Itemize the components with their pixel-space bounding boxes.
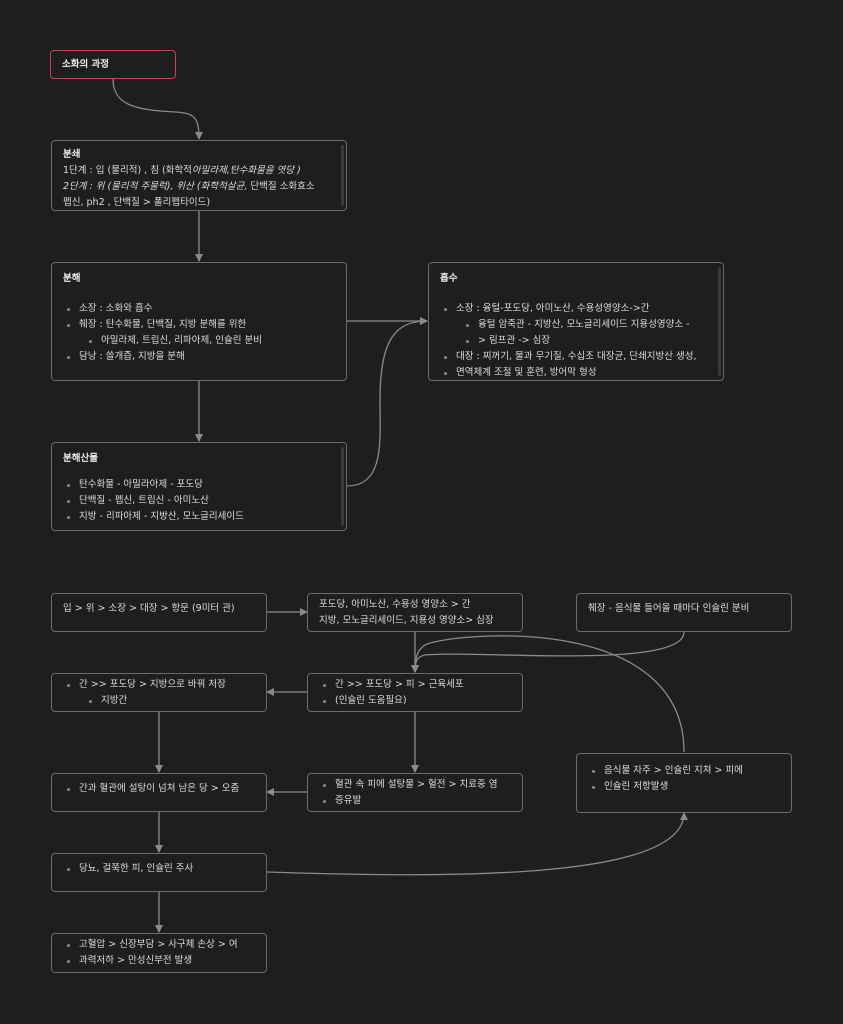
breakdown-line2: 2단계 : 위 (물리적 주물럭), 위산 (화학적살균, 단백질 소화효소 bbox=[63, 181, 315, 192]
list-item: 간 >> 포도당 > 지방으로 바꿔 저장 bbox=[63, 677, 255, 693]
resistance-node[interactable]: 음식물 자주 > 인슐린 지쳐 > 피에 인슐린 저항발생 bbox=[576, 753, 792, 813]
blood-sugar-node[interactable]: 혈관 속 피에 설탕물 > 혈전 > 치료중 염 증유발 bbox=[307, 773, 523, 812]
list-item: 소장 : 융털-포도당, 아미노산, 수용성영양소->간 bbox=[440, 301, 712, 317]
breakdown-node[interactable]: 분쇄 1단계 : 입 (물리적) , 침 (화학적아밀라제,탄수화물을 엿당 )… bbox=[51, 140, 347, 211]
nutrients-line2: 지방, 모노글리세이드, 지용성 영양소> 심장 bbox=[319, 615, 494, 626]
path-text: 입 > 위 > 소장 > 대장 > 항문 (9미터 관) bbox=[63, 603, 235, 614]
products-node[interactable]: 분해산물 탄수화물 - 아밀라아제 - 포도당 단백질 - 펩신, 트립신 - … bbox=[51, 442, 347, 531]
root-node[interactable]: 소화의 과정 bbox=[50, 50, 176, 79]
list-item: 간과 혈관에 설탕이 넘쳐 남은 당 > 오줌 bbox=[63, 781, 255, 797]
nutrients-node[interactable]: 포도당, 아미노산, 수용성 영양소 > 간 지방, 모노글리세이드, 지용성 … bbox=[307, 593, 523, 632]
pancreas-node[interactable]: 췌장 - 음식물 들어올 때마다 인슐린 분비 bbox=[576, 593, 792, 632]
edge-diabetes-resistance bbox=[266, 812, 688, 876]
edge-products-absorption bbox=[346, 317, 428, 487]
list-item: 지방간 bbox=[63, 693, 255, 709]
list-item: 담낭 : 쓸개즙, 지방을 분해 bbox=[63, 349, 335, 365]
diabetes-node[interactable]: 당뇨, 걸쭉한 피, 인슐린 주사 bbox=[51, 853, 267, 892]
breakdown-title: 분쇄 bbox=[63, 149, 81, 160]
list-item: 지방 - 리파아제 - 지방산, 모노글리세이드 bbox=[63, 509, 335, 525]
products-title: 분해산물 bbox=[63, 453, 98, 464]
list-item-continued: 과력저하 > 만성신부전 발생 bbox=[63, 953, 255, 969]
breakdown-line3: 펩신, ph2 , 단백질 > 폴리펩타이드) bbox=[63, 197, 211, 208]
list-item-continued: > 림프관 -> 심장 bbox=[440, 333, 712, 349]
edge-pancreas-liverblood bbox=[411, 631, 685, 673]
list-item: 융털 암죽관 - 지방산, 모노글리세이드 지용성영양소 - bbox=[440, 317, 712, 333]
list-item-continued: (인슐린 도움필요) bbox=[319, 693, 511, 709]
node-scrollbar[interactable] bbox=[341, 145, 344, 206]
liver-blood-node[interactable]: 간 >> 포도당 > 피 > 근육세포 (인슐린 도움필요) bbox=[307, 673, 523, 712]
path-node[interactable]: 입 > 위 > 소장 > 대장 > 항문 (9미터 관) bbox=[51, 593, 267, 632]
node-scrollbar[interactable] bbox=[718, 267, 721, 376]
breakdown-line1: 1단계 : 입 (물리적) , 침 (화학적아밀라제,탄수화물을 엿당 ) bbox=[63, 165, 301, 176]
complications-node[interactable]: 고혈압 > 신장부담 > 사구체 손상 > 여 과력저하 > 만성신부전 발생 bbox=[51, 933, 267, 973]
list-item: 탄수화물 - 아밀라아제 - 포도당 bbox=[63, 477, 335, 493]
root-title: 소화의 과정 bbox=[62, 59, 110, 70]
edge-root-breakdown bbox=[112, 78, 203, 140]
list-item: 혈관 속 피에 설탕물 > 혈전 > 치료중 염 bbox=[319, 777, 511, 793]
absorption-title: 흡수 bbox=[440, 273, 458, 284]
nutrients-line1: 포도당, 아미노산, 수용성 영양소 > 간 bbox=[319, 599, 471, 610]
list-item: 단백질 - 펩신, 트립신 - 아미노산 bbox=[63, 493, 335, 509]
list-item: 고혈압 > 신장부담 > 사구체 손상 > 여 bbox=[63, 937, 255, 953]
list-item-continued: 면역체계 조절 및 훈련, 방어막 형성 bbox=[440, 365, 712, 380]
urine-node[interactable]: 간과 혈관에 설탕이 넘쳐 남은 당 > 오줌 bbox=[51, 773, 267, 812]
node-scrollbar[interactable] bbox=[341, 447, 344, 526]
list-item-continued: 증유발 bbox=[319, 793, 511, 809]
digestion-node[interactable]: 분해 소장 : 소화와 흡수 췌장 : 탄수화물, 단백질, 지방 분해를 위한… bbox=[51, 262, 347, 381]
list-item: 췌장 : 탄수화물, 단백질, 지방 분해를 위한 bbox=[63, 317, 335, 333]
pancreas-text: 췌장 - 음식물 들어올 때마다 인슐린 분비 bbox=[588, 603, 750, 614]
list-item: 음식물 자주 > 인슐린 지쳐 > 피에 bbox=[588, 763, 780, 779]
list-item: 간 >> 포도당 > 피 > 근육세포 bbox=[319, 677, 511, 693]
list-item: 소장 : 소화와 흡수 bbox=[63, 301, 335, 317]
list-item-continued: 인슐린 저항발생 bbox=[588, 779, 780, 795]
absorption-node[interactable]: 흡수 소장 : 융털-포도당, 아미노산, 수용성영양소->간 융털 암죽관 -… bbox=[428, 262, 724, 381]
list-item: 대장 : 찌꺼기, 물과 무기질, 수십조 대장균, 단쇄지방산 생성, bbox=[440, 349, 712, 365]
digestion-title: 분해 bbox=[63, 273, 81, 284]
list-item: 당뇨, 걸쭉한 피, 인슐린 주사 bbox=[63, 861, 255, 877]
liver-store-node[interactable]: 간 >> 포도당 > 지방으로 바꿔 저장 지방간 bbox=[51, 673, 267, 712]
list-item: 아밀라제, 트립신, 리파아제, 인슐린 분비 bbox=[63, 333, 335, 349]
